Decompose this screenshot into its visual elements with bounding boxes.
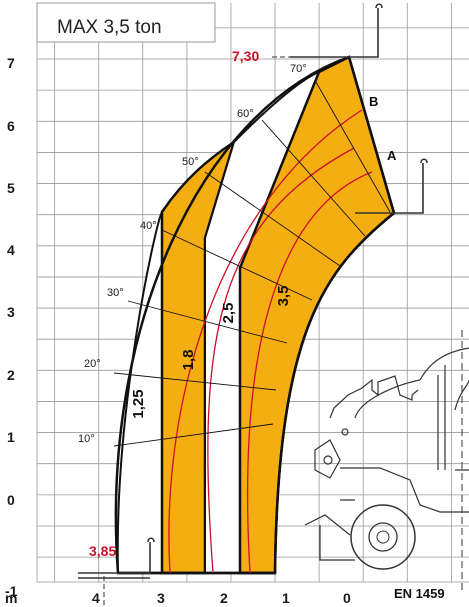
fork-top — [290, 3, 383, 58]
x-tick-label: 2 — [220, 590, 228, 606]
x-tick-label: 1 — [282, 590, 290, 606]
y-tick-label: 5 — [7, 180, 15, 196]
zone-label-35: 3,5 — [275, 286, 292, 307]
angle-50: 50° — [182, 156, 199, 168]
max-height-label: 7,30 — [232, 48, 259, 64]
fork-bottom — [78, 537, 155, 579]
position-A: A — [387, 148, 397, 163]
x-tick-label: 4 — [92, 590, 100, 606]
angle-20: 20° — [84, 358, 101, 370]
angle-60: 60° — [237, 108, 254, 120]
y-axis: 7 6 5 4 3 2 1 0 -1 — [5, 55, 18, 599]
angle-rays — [113, 81, 391, 447]
extension-arcs — [168, 109, 373, 574]
angle-40: 40° — [140, 220, 157, 232]
position-B: B — [369, 94, 378, 109]
angle-70: 70° — [290, 63, 307, 75]
angle-30: 30° — [107, 287, 124, 299]
y-tick-label: 7 — [7, 55, 15, 71]
title-box — [36, 2, 216, 43]
fork-A — [355, 158, 428, 214]
x-axis-unit: m — [5, 590, 17, 606]
y-tick-label: 4 — [7, 242, 15, 258]
y-tick-label: 1 — [7, 429, 15, 445]
chart-title: MAX 3,5 ton — [57, 17, 162, 38]
x-tick-label: 3 — [157, 590, 165, 606]
y-tick-label: 2 — [7, 367, 15, 383]
zone-label-18: 1,8 — [180, 350, 197, 371]
zone-label-125: 1,25 — [130, 389, 147, 418]
angle-10: 10° — [78, 433, 95, 445]
outer-envelope — [114, 55, 396, 575]
y-tick-label: 6 — [7, 118, 15, 134]
x-axis: m 4 3 2 1 0 — [5, 590, 351, 606]
max-reach-label: 3,85 — [89, 543, 116, 559]
y-tick-label: -1 — [5, 583, 18, 599]
standard-label: EN 1459 — [394, 586, 445, 601]
zone-label-25: 2,5 — [220, 303, 237, 324]
y-tick-label: 3 — [7, 304, 15, 320]
x-tick-label: 0 — [343, 590, 351, 606]
y-tick-label: 0 — [7, 492, 15, 508]
